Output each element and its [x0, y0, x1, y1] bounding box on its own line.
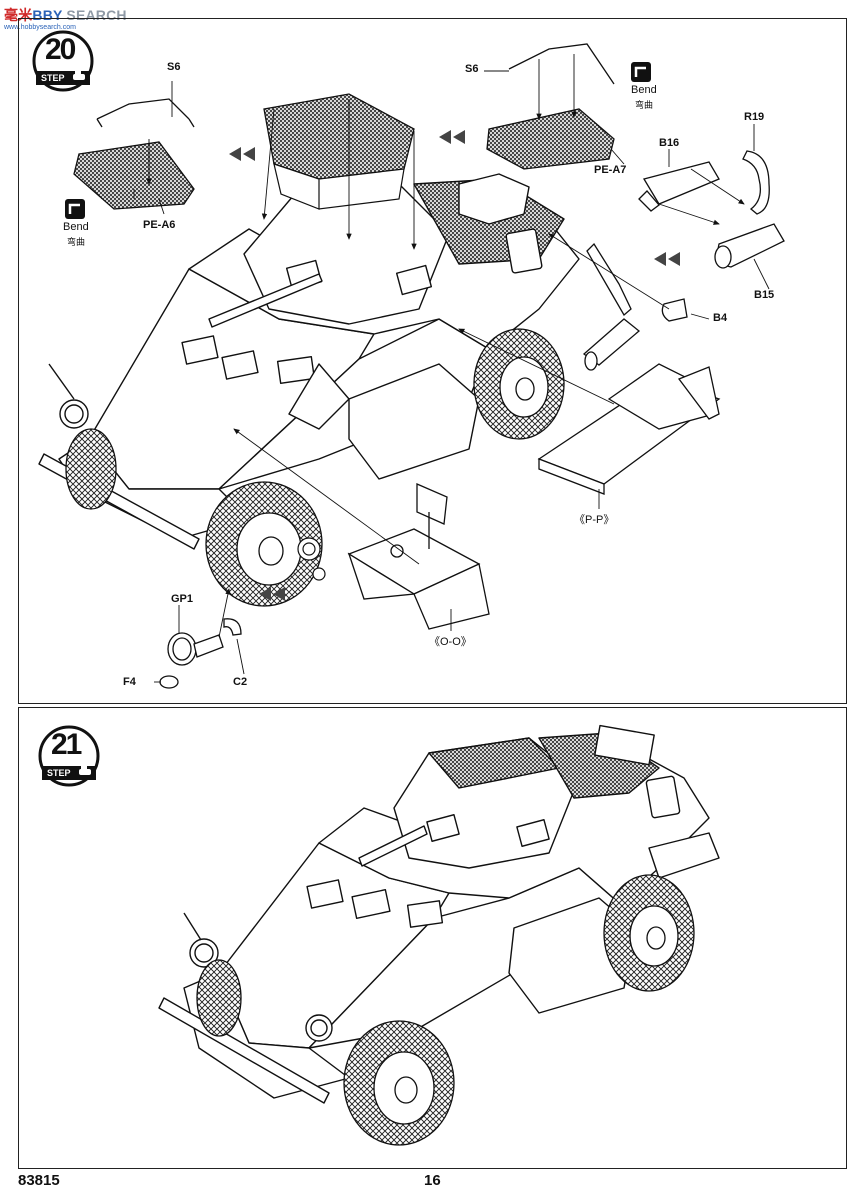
label-pe-a6: PE-A6: [143, 219, 176, 231]
step-21-step-label: STEP: [47, 768, 71, 778]
label-pe-a7: PE-A7: [594, 164, 627, 176]
step-20-number: 20: [45, 33, 76, 66]
watermark-logo: 毫米BBY SEARCH: [4, 5, 127, 25]
label-s6-right: S6: [465, 63, 479, 75]
step-21-finished-vehicle-drawing: [158, 724, 720, 1146]
step-20-panel: 20 STEP: [18, 18, 847, 704]
step-20-step-label: STEP: [41, 73, 65, 83]
label-bend-left: Bend: [63, 221, 89, 233]
step-21-panel: 21 STEP: [18, 707, 847, 1169]
step-21-number: 21: [51, 728, 82, 761]
label-b16: B16: [659, 137, 680, 149]
label-r19: R19: [744, 111, 765, 123]
page-number: 16: [424, 1172, 441, 1189]
watermark-text-search: SEARCH: [62, 7, 127, 23]
label-bend-right: Bend: [631, 84, 657, 96]
label-oo: 《O-O》: [429, 636, 472, 648]
bend-icon-left: [65, 199, 85, 219]
label-b4: B4: [713, 312, 728, 324]
bend-icon-right: [631, 62, 651, 82]
label-b15: B15: [754, 289, 775, 301]
step-badge-icon: [38, 725, 100, 787]
watermark-url: www.hobbysearch.com: [4, 24, 76, 31]
label-bend-right-cn: 弯曲: [635, 100, 654, 110]
step-20-assembly-drawing: [38, 43, 785, 689]
kit-number: 83815: [18, 1172, 60, 1189]
label-s6-left: S6: [167, 61, 181, 73]
label-f4: F4: [123, 676, 136, 688]
label-c2: C2: [233, 676, 248, 688]
watermark-text-cn: 毫米: [4, 7, 33, 23]
label-pp: 《P-P》: [574, 514, 615, 526]
label-gp1: GP1: [171, 593, 194, 605]
label-bend-left-cn: 弯曲: [67, 237, 86, 247]
watermark-text-bby: BBY: [32, 7, 63, 23]
step-badge-icon: [32, 30, 94, 92]
